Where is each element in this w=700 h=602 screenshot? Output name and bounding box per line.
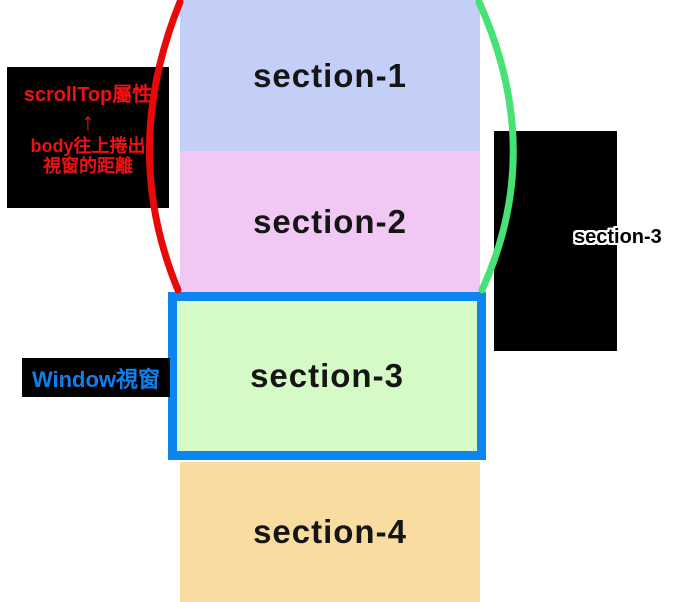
- window-viewport-label-box: Window視窗: [22, 358, 170, 397]
- section-2-label: section-2: [253, 203, 407, 240]
- scrolltop-description-line2: 視窗的距離: [43, 156, 133, 176]
- section-2-block: section-2: [180, 151, 480, 293]
- section-4-label: section-4: [253, 513, 407, 550]
- section-3-label: section-3: [250, 357, 404, 394]
- section-1-block: section-1: [180, 0, 480, 151]
- scrolltop-description-line1: body往上捲出: [30, 136, 146, 156]
- scrolltop-property-label: scrollTop屬性: [23, 84, 153, 106]
- section-4-block: section-4: [180, 462, 480, 602]
- window-viewport-label: Window視窗: [31, 366, 161, 392]
- scrolltop-annotation-box: scrollTop屬性 ↑ body往上捲出 視窗的距離: [7, 67, 169, 208]
- section-1-label: section-1: [253, 56, 407, 94]
- up-arrow-icon: ↑: [81, 108, 95, 136]
- window-viewport-frame: section-3: [168, 292, 486, 460]
- section-3-block: section-3: [177, 301, 477, 451]
- right-annotation-label: section-3: [574, 226, 662, 248]
